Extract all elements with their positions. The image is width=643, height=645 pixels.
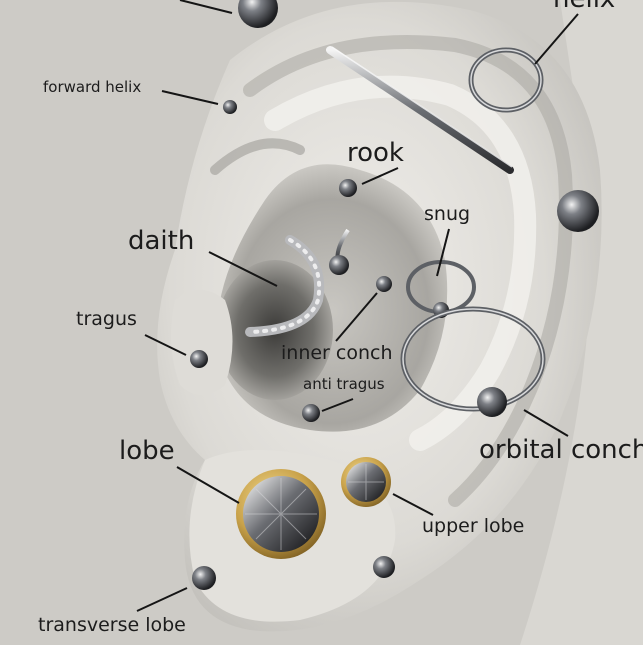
anti-tragus-stud (302, 404, 320, 422)
leader-upper-lobe (392, 493, 434, 516)
label-tragus: tragus (76, 308, 137, 330)
leader-tragus (144, 334, 187, 356)
leader-orbital-conch (523, 409, 569, 437)
rook-stud (339, 179, 357, 197)
inner-conch-stud (376, 276, 392, 292)
leader-anti-tragus (321, 398, 354, 412)
leader-helix (534, 13, 579, 65)
label-transverse-lobe: transverse lobe (38, 614, 186, 636)
leader-snug (436, 228, 450, 277)
industrial-bar (326, 46, 514, 174)
leader-inner-conch (335, 292, 378, 342)
rook-lower-ball (329, 255, 349, 275)
orbital-conch-ring-highlight (402, 308, 544, 410)
helix-top-ball (238, 0, 278, 28)
forward-helix-stud (223, 100, 237, 114)
helix-ring-highlight (470, 49, 542, 111)
label-forward-helix: forward helix (43, 78, 142, 96)
lower-lobe-stud (373, 556, 395, 578)
label-helix: helix (553, 0, 615, 12)
helix-ball-right (557, 190, 599, 232)
label-upper-lobe: upper lobe (422, 515, 525, 537)
leader-forward-helix (161, 90, 219, 105)
label-inner-conch: inner conch (281, 342, 393, 364)
label-anti-tragus: anti tragus (303, 375, 385, 393)
helix-rim-shadow (243, 35, 573, 507)
helix-crus (210, 138, 305, 175)
leader-rook (361, 167, 399, 185)
neck-shading (520, 0, 643, 645)
label-lobe: lobe (119, 436, 175, 466)
label-snug: snug (424, 203, 471, 225)
leader-helix-top (179, 0, 233, 14)
label-daith: daith (128, 226, 195, 256)
orbital-conch-ball (477, 387, 507, 417)
transverse-lobe-stud (192, 566, 216, 590)
daith-clicker (245, 235, 325, 337)
leader-daith (208, 251, 278, 287)
tragus-flap (171, 290, 233, 395)
leader-lines (136, 0, 579, 612)
lobe-gem (236, 469, 326, 559)
tragus-stud (190, 350, 208, 368)
leader-lobe (176, 466, 240, 504)
label-rook: rook (347, 138, 404, 168)
leader-transverse-lobe (136, 587, 188, 612)
upper-lobe-gem (341, 457, 391, 507)
label-orbital-conch: orbital conch (479, 435, 643, 465)
